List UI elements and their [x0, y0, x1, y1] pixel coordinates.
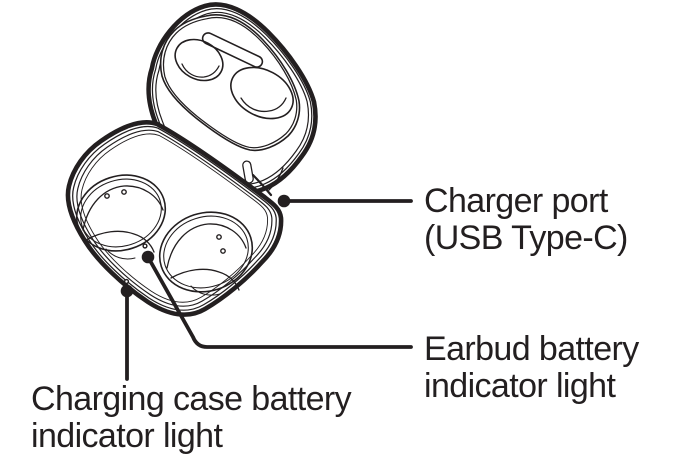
label-charging-case-battery-indicator: Charging case battery indicator light	[31, 380, 352, 455]
lid-recess-left-detail	[181, 63, 220, 78]
earbud-well-right-inner	[163, 215, 249, 289]
earbud-left-wing	[85, 230, 155, 253]
charging-case-battery-callout-dot	[120, 284, 134, 298]
label-charger-port-line2: (USB Type-C)	[424, 219, 628, 257]
earbud-well-left-inner	[80, 178, 162, 248]
earbud-well-right	[158, 211, 254, 293]
case-body	[67, 122, 281, 314]
earbud-right-wing	[170, 268, 240, 291]
label-charger-port: Charger port (USB Type-C)	[424, 183, 628, 257]
lid-recess-right	[230, 66, 294, 120]
callout-leaders	[120, 194, 413, 381]
earbud-left-contact-dot	[121, 189, 127, 195]
earbud-left-contact-dot	[104, 193, 110, 199]
earbud-well-left	[75, 174, 167, 252]
earbud-right-tip	[190, 285, 221, 296]
charger-port-callout-dot	[277, 194, 291, 208]
lid-recess-right-detail	[240, 97, 287, 113]
earbud-right-contact-dot	[216, 234, 222, 240]
earbud-left-outline	[82, 185, 164, 231]
earbud-right-outline	[166, 223, 247, 269]
case-battery-indicator-led	[123, 278, 130, 285]
earbud-left-tip	[105, 248, 136, 260]
lid-inner-slot	[201, 32, 264, 68]
label-earbud-battery-indicator: Earbud battery indicator light	[424, 331, 639, 405]
hinge-joint-line	[251, 173, 273, 197]
earbud-battery-callout-dot	[141, 250, 155, 264]
lid-latch	[242, 160, 254, 184]
earbud-battery-leader-line	[146, 255, 413, 349]
earbud-right-contact-dot	[220, 248, 226, 254]
label-charging-case-battery-line2: indicator light	[31, 417, 223, 455]
earbud-battery-indicator-led	[142, 243, 148, 249]
case-lid	[149, 4, 316, 192]
label-earbud-battery-line1: Earbud battery	[424, 330, 639, 368]
lid-hinge-detail	[268, 167, 284, 191]
label-charger-port-line1: Charger port	[424, 182, 608, 220]
label-earbud-battery-line2: indicator light	[424, 367, 616, 405]
label-charging-case-battery-line1: Charging case battery	[31, 380, 352, 418]
